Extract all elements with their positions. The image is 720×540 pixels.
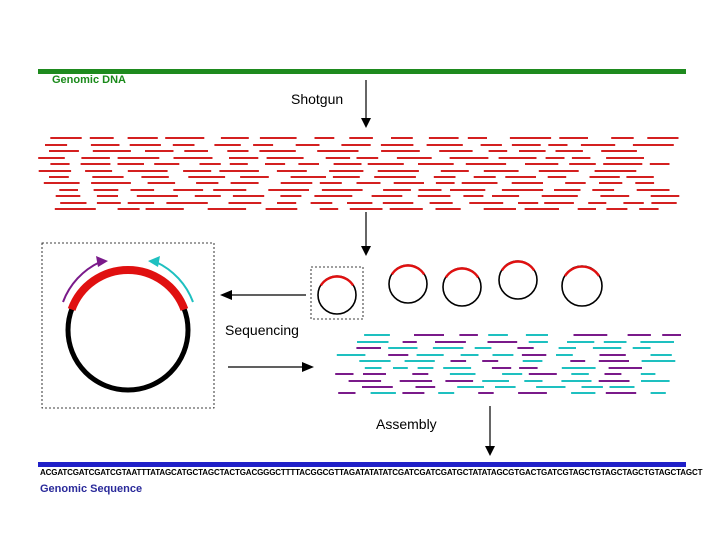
big-plasmid	[62, 256, 194, 393]
assembly-arrow	[485, 406, 495, 456]
genomic-dna-bar	[38, 69, 686, 74]
shotgun-fragments	[38, 137, 680, 210]
zoom-arrow	[220, 290, 306, 300]
cloning-arrow	[361, 212, 371, 256]
genomic-sequence-label: Genomic Sequence	[40, 483, 143, 495]
genomic-sequence-text: ACGATCGATCGATCGTAATTTATAGCATGCTAGCTACTGA…	[40, 468, 703, 477]
sequencing-label: Sequencing	[225, 322, 299, 338]
insert-segment	[67, 266, 189, 311]
sequence-reads	[335, 334, 681, 394]
forward-read-arc	[62, 261, 101, 303]
reverse-read-arc	[155, 261, 194, 303]
plasmid-insert	[444, 267, 480, 279]
sequencing-detail-box	[41, 242, 215, 409]
plasmid-insert	[500, 260, 536, 272]
plasmid-library	[317, 260, 603, 315]
genomic-sequence-bar	[38, 462, 686, 467]
reverse-read-arrowhead	[148, 256, 160, 267]
assembly-label: Assembly	[376, 416, 437, 432]
sequencing-arrow	[228, 362, 314, 372]
selected-plasmid-box	[310, 266, 364, 320]
genomic-dna-label: Genomic DNA	[52, 74, 126, 86]
shotgun-label: Shotgun	[291, 91, 344, 107]
forward-read-arrowhead	[96, 256, 108, 267]
plasmid-insert	[563, 265, 601, 277]
shotgun-arrow	[361, 80, 371, 128]
plasmid-insert	[319, 275, 355, 287]
plasmid-insert	[390, 264, 426, 276]
